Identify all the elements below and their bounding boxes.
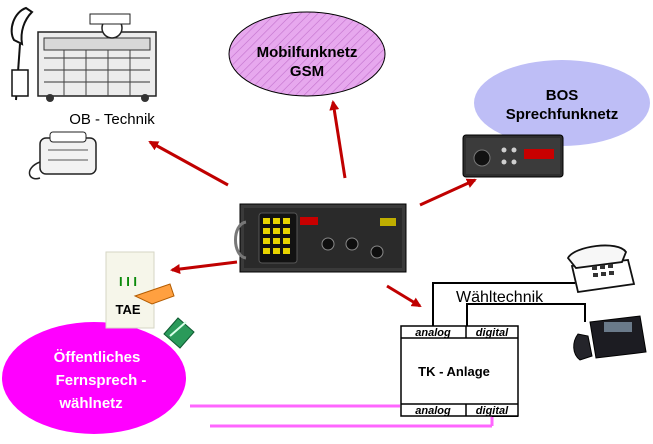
arrow-to-bos	[419, 178, 477, 207]
tae-socket-icon: I I I TAE	[105, 251, 175, 329]
tk-anlage-label: TK - Anlage	[418, 364, 490, 379]
bos-line2: Sprechfunknetz	[506, 106, 619, 123]
arrow-to-tae	[170, 260, 238, 274]
handset-icon	[28, 131, 97, 180]
public-network-node: Öffentliches Fernsprech - wählnetz	[2, 322, 186, 434]
radio-device-icon	[462, 134, 564, 178]
public-network-line1: Öffentliches	[54, 349, 141, 366]
ob-technik-label: OB - Technik	[69, 111, 155, 128]
tk-anlage-bottom-left-label: analog	[415, 405, 451, 417]
public-network-line2: Fernsprech -	[56, 372, 147, 389]
cable-icon	[163, 317, 195, 349]
tk-anlage-bottom-right-label: digital	[476, 405, 509, 417]
tae-symbol: I I I	[119, 274, 137, 289]
bos-network-node: BOS Sprechfunknetz	[474, 60, 650, 146]
gsm-line2: GSM	[290, 63, 324, 80]
public-network-line3: wählnetz	[58, 395, 122, 412]
arrow-to-gsm	[329, 100, 347, 179]
tae-label: TAE	[115, 302, 140, 317]
digital-phone-icon	[573, 315, 647, 361]
switchboard-icon	[37, 13, 157, 102]
tk-anlage-top-right-label: digital	[476, 327, 509, 339]
central-device-icon	[234, 203, 407, 273]
analog-phone-icon	[566, 244, 636, 294]
tk-anlage-top-left-label: analog	[415, 327, 451, 339]
gsm-network-node: Mobilfunknetz GSM	[228, 11, 386, 97]
arrow-to-tk-anlage	[386, 284, 422, 308]
arrows	[148, 100, 477, 308]
ob-technik-node: OB - Technik	[10, 6, 157, 180]
tk-anlage-node: analog digital TK - Anlage analog digita…	[400, 325, 519, 417]
bos-line1: BOS	[546, 87, 579, 104]
gsm-line1: Mobilfunknetz	[257, 44, 358, 61]
arrow-to-ob-technik	[148, 140, 229, 187]
field-telephone-icon	[10, 6, 34, 101]
waehltechnik-label: Wähltechnik	[456, 289, 544, 306]
